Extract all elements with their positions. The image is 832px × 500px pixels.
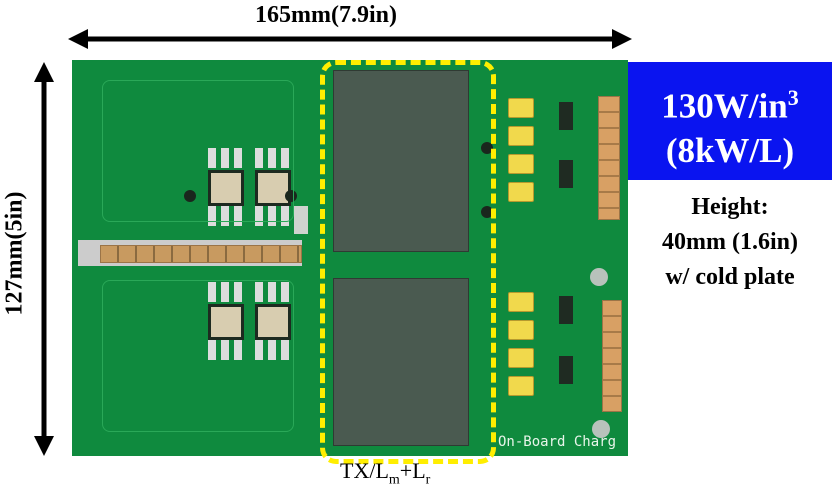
mosfet-pins	[208, 282, 244, 302]
capacitor-bank-left	[100, 245, 302, 263]
width-dimension-arrow	[68, 28, 632, 50]
capacitor-column	[598, 96, 620, 220]
ic-chip	[559, 356, 573, 384]
yellow-capacitor	[508, 376, 534, 396]
transformer-core-top	[333, 70, 469, 252]
power-density-box: 130W/in3 (8kW/L)	[628, 62, 832, 180]
standoff	[592, 420, 610, 438]
yellow-capacitor	[508, 126, 534, 146]
height-note: Height: 40mm (1.6in) w/ cold plate	[628, 190, 832, 295]
yellow-capacitor	[508, 182, 534, 202]
mounting-hole	[184, 190, 196, 202]
mosfet-pins	[255, 148, 291, 168]
height-dimension-arrow	[33, 62, 55, 456]
transformer-label-main: TX/L	[340, 458, 389, 483]
silkscreen-outline	[102, 280, 294, 432]
transformer-label-sub-m: m	[388, 472, 400, 488]
mounting-hole	[285, 190, 297, 202]
mosfet	[255, 170, 291, 206]
standoff	[590, 268, 608, 286]
mounting-hole	[481, 206, 493, 218]
mosfet	[255, 304, 291, 340]
transformer-label-plus: +L	[399, 458, 426, 483]
mounting-hole	[481, 142, 493, 154]
mosfet-pins	[208, 148, 244, 168]
height-label: 127mm(5in)	[1, 191, 28, 316]
yellow-capacitor	[508, 154, 534, 174]
yellow-capacitor	[508, 320, 534, 340]
transformer-core-bottom	[333, 278, 469, 446]
yellow-capacitor	[508, 292, 534, 312]
power-density-line1: 130W/in3	[628, 76, 832, 129]
power-density-line2: (8kW/L)	[665, 130, 795, 170]
transformer-label-sub-r: r	[425, 472, 431, 488]
double-arrow-vertical-icon	[34, 62, 54, 456]
ic-chip	[559, 296, 573, 324]
yellow-capacitor	[508, 98, 534, 118]
power-density-value: 130W/in	[661, 86, 788, 126]
connector	[294, 206, 308, 234]
height-note-line1: Height:	[691, 194, 769, 220]
ic-chip	[559, 102, 573, 130]
width-label: 165mm(7.9in)	[255, 2, 397, 28]
height-note-line3: w/ cold plate	[665, 264, 795, 290]
mosfet	[208, 170, 244, 206]
mosfet-pins	[208, 340, 244, 360]
power-density-exponent: 3	[787, 85, 799, 110]
pcb-photo: On-Board Charg	[72, 60, 628, 456]
yellow-capacitor	[508, 348, 534, 368]
mosfet-pins	[255, 340, 291, 360]
height-note-line2: 40mm (1.6in)	[662, 229, 798, 255]
ic-chip	[559, 160, 573, 188]
mosfet-pins	[255, 282, 291, 302]
transformer-highlight-box	[320, 60, 496, 464]
capacitor-column	[602, 300, 622, 412]
board-silkscreen-text: On-Board Charg	[498, 434, 617, 450]
transformer-label: TX/Lm+Lr	[340, 458, 430, 488]
mosfet	[208, 304, 244, 340]
silkscreen-outline	[102, 80, 294, 222]
double-arrow-horizontal-icon	[68, 29, 632, 49]
